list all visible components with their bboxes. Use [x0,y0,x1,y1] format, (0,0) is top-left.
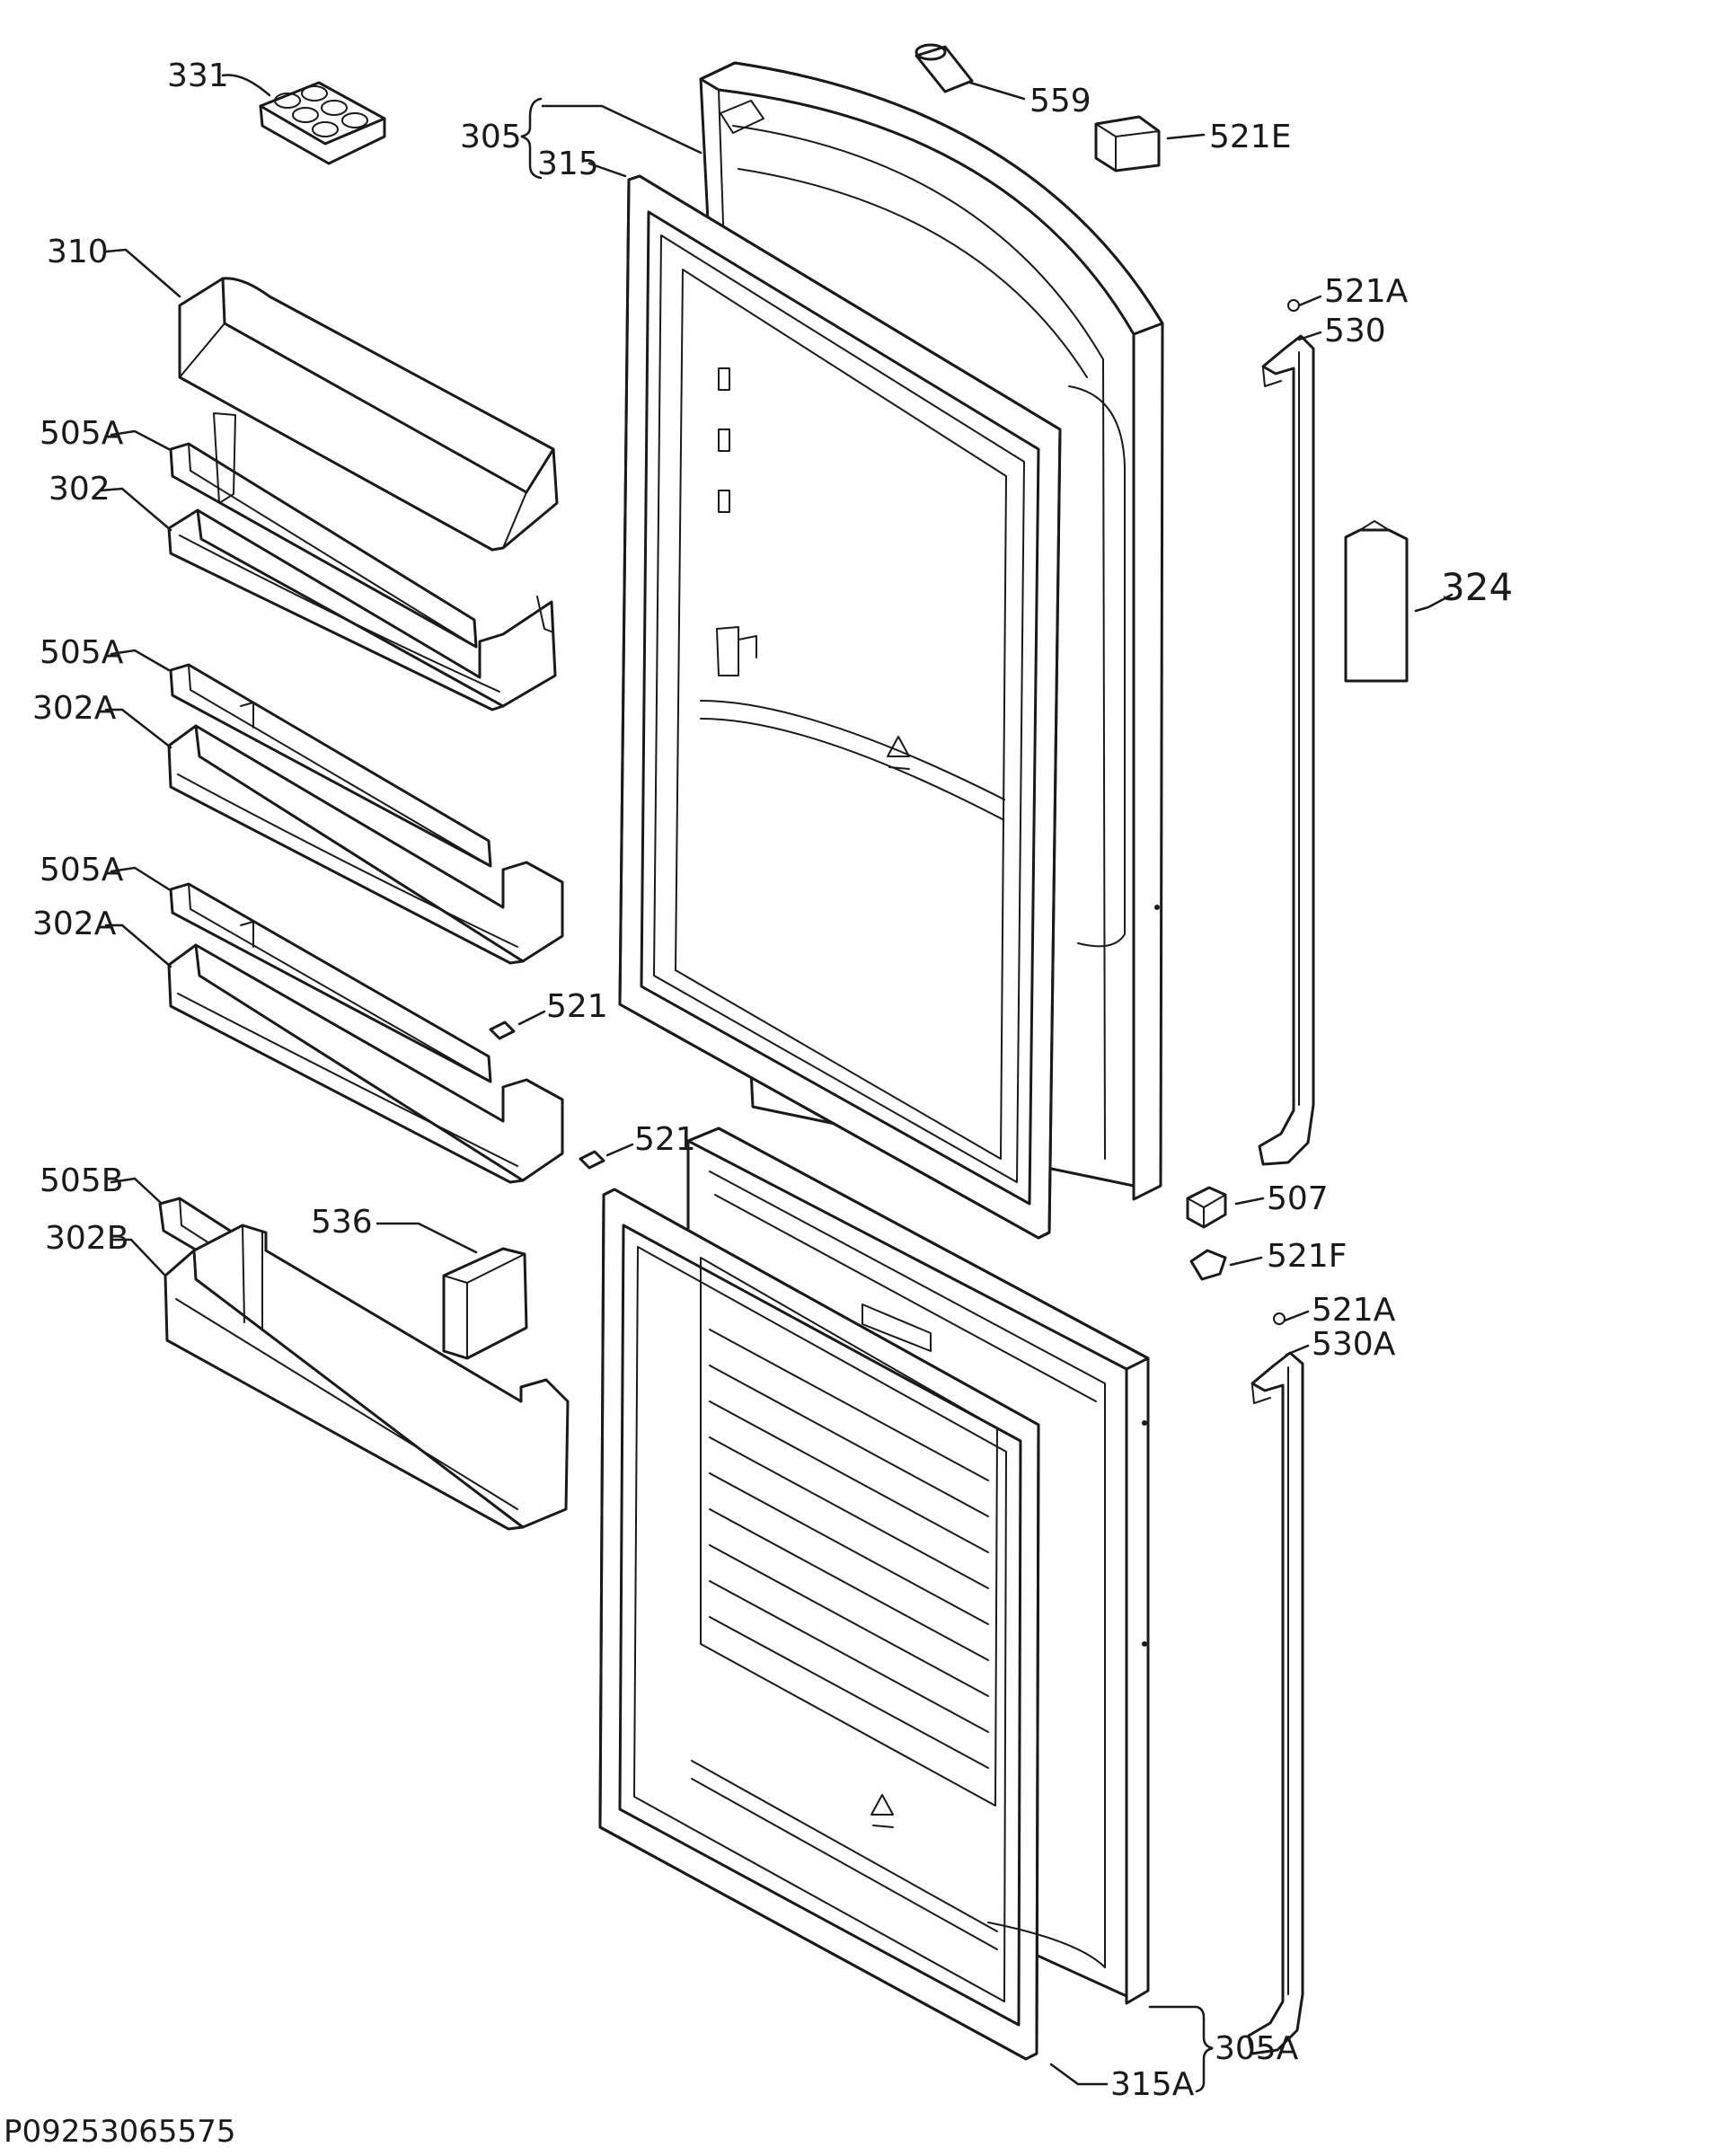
shelf-bar-505A-2 [169,663,492,868]
callout-305: 305 [460,119,522,155]
egg-tray-331 [259,81,386,165]
callout-536: 536 [311,1204,373,1241]
cap-521E [1094,115,1161,172]
callout-521F: 521F [1267,1238,1347,1275]
callout-315A: 315A [1110,2066,1195,2103]
callout-507: 507 [1267,1180,1329,1217]
leader-lines [99,74,1454,2093]
panel-324 [1344,520,1409,683]
callout-521-1: 521 [546,988,608,1025]
callout-521A-bottom: 521A [1312,1292,1396,1329]
callout-505A-2: 505A [40,634,124,671]
callout-labels: 331 305 315 559 521E 310 521A 530 505A 3… [32,57,1513,2103]
shelf-bar-505A-1 [169,442,478,649]
callout-324: 324 [1441,565,1513,609]
screw-521-1 [489,1021,516,1040]
callout-305A: 305A [1215,2030,1299,2067]
callout-302A-1: 302A [32,690,117,727]
upper-gasket-315 [618,174,1062,1240]
pin-559 [915,43,974,93]
callout-315: 315 [537,146,599,182]
clip-521F [1189,1249,1227,1281]
shelf-bar-505A-3 [169,882,492,1083]
door-balcony-302B [163,1224,570,1531]
callout-505B: 505B [40,1162,123,1199]
callout-521E: 521E [1209,119,1291,155]
hinge-bar-530 [1258,299,1315,1166]
door-rack-cover-310 [178,277,559,552]
callout-521A-top: 521A [1324,273,1409,310]
callout-331: 331 [167,57,229,94]
callout-530A: 530A [1312,1326,1396,1363]
callout-559: 559 [1029,83,1091,119]
hinge-bar-530A [1247,1312,1304,2055]
callout-310: 310 [47,234,109,270]
door-balcony-302 [167,412,557,711]
callout-505A-3: 505A [40,852,124,888]
bracket-507 [1186,1186,1227,1229]
lower-gasket-315A [598,1188,1106,2061]
screw-521-2 [579,1150,605,1170]
document-id: P09253065575 [4,2114,235,2150]
callout-302B: 302B [45,1220,128,1257]
callout-521-2: 521 [634,1121,696,1158]
bottle-divider-536 [442,1247,528,1360]
callout-530: 530 [1324,313,1386,349]
door-balcony-302A-2 [167,921,564,1184]
callout-302: 302 [49,471,110,508]
callout-505A-1: 505A [40,415,124,452]
callout-302A-2: 302A [32,906,117,942]
door-balcony-302A-1 [167,702,564,965]
